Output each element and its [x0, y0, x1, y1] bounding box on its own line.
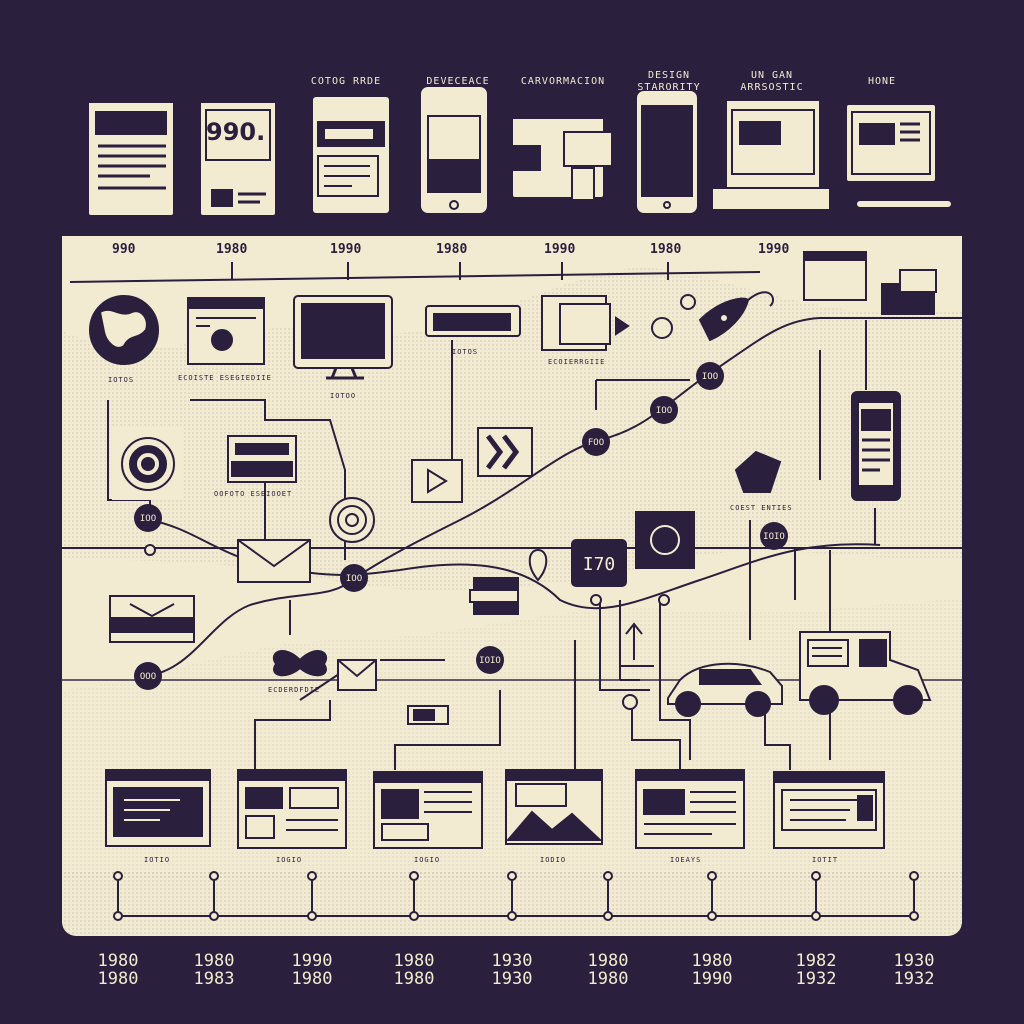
node-4: FOO — [582, 428, 610, 456]
caption-counter: IOTOS — [452, 348, 479, 356]
node-label-6: IOO — [702, 372, 718, 382]
card-2 — [237, 769, 347, 849]
van-icon — [799, 631, 932, 715]
envelope-icon-small — [337, 659, 377, 691]
node-7: IOIO — [476, 646, 504, 674]
node-label-3: OOO — [140, 672, 156, 682]
target-icon — [112, 428, 184, 500]
card-1 — [105, 769, 211, 847]
card-3 — [373, 771, 483, 849]
battery-icon — [407, 705, 449, 725]
node-label-7: IOIO — [479, 656, 501, 666]
top-year-2: 1980 — [216, 242, 248, 257]
caption-butterfly: ECDERDFDIE — [268, 686, 321, 694]
terrain-band-top — [62, 236, 962, 343]
spiral-icon — [329, 497, 375, 543]
spiral-box-icon — [635, 511, 695, 569]
node-label-8: IOIO — [763, 532, 785, 542]
node-1: IOO — [134, 504, 162, 532]
video-player-icon — [541, 295, 630, 351]
guide-line-top — [69, 271, 761, 283]
heading-3: CARVORMACION — [520, 76, 606, 87]
node-6: IOO — [696, 362, 724, 390]
caption-printer: OOFOTO ESEIOOET — [214, 490, 293, 498]
heading-4: DESIGN STARORITY — [637, 70, 701, 93]
play-icon — [411, 459, 463, 503]
counter-display-icon — [425, 305, 521, 337]
printer-icon — [227, 435, 297, 483]
caption-monitor: IOTOO — [330, 392, 357, 400]
node-label-5: IOO — [656, 406, 672, 416]
node-8: IOIO — [760, 522, 788, 550]
butterfly-icon — [273, 650, 327, 677]
top-year-7: 1990 — [758, 242, 790, 257]
card-6 — [773, 771, 885, 849]
chevron-right-icon — [477, 427, 533, 477]
timeline-nodes: IOO IOO OOO FOO IOO IOO IOIO IOIO — [134, 362, 788, 690]
top-device-1 — [87, 91, 175, 217]
caption-globe: IOTOS — [108, 376, 135, 384]
card-caption-6: IOTIT — [812, 856, 839, 864]
mail-icon — [237, 539, 311, 583]
caption-video: ECOIERRGIIE — [548, 358, 606, 366]
phone-icon — [851, 391, 901, 501]
card-4 — [505, 769, 603, 845]
node-3: OOO — [134, 662, 162, 690]
card-caption-3: IOGIO — [414, 856, 441, 864]
heading-5: UN GAN ARRSOSTIC — [740, 70, 804, 93]
top-year-1: 990 — [112, 242, 136, 257]
caption-tent: COEST ENTIES — [730, 504, 793, 512]
envelope-panel-icon — [109, 595, 195, 643]
top-device-row — [87, 85, 953, 217]
card-5 — [635, 769, 745, 849]
caption-monitor-small: ECOISTE ESEGIEDIIE — [178, 374, 272, 382]
map-pin-icon — [528, 548, 548, 582]
heading-6: HONE — [867, 76, 897, 87]
node-label-2: IOO — [346, 574, 362, 584]
big-number-label: I70 — [583, 554, 616, 575]
top-year-5: 1990 — [544, 242, 576, 257]
card-caption-5: IOEAYS — [670, 856, 702, 864]
up-arrow-icon — [620, 622, 654, 681]
ruler-line — [117, 876, 918, 917]
heading-2: DEVECEACE — [426, 76, 490, 87]
card-caption-4: IODIO — [540, 856, 567, 864]
node-2: IOO — [340, 564, 368, 592]
big-number-box — [571, 539, 627, 587]
monitor-icon — [293, 295, 393, 380]
monitor-icon-small — [187, 297, 265, 365]
tent-icon — [734, 450, 782, 493]
books-icon — [469, 577, 519, 615]
heading-1: COTOG RRDE — [310, 76, 382, 87]
node-label-1: IOO — [140, 514, 156, 524]
node-5: IOO — [650, 396, 678, 424]
bottom-cards — [105, 769, 885, 849]
screen-number: 990. — [206, 118, 266, 146]
top-year-6: 1980 — [650, 242, 682, 257]
globe-icon — [89, 295, 159, 365]
top-year-3: 1990 — [330, 242, 362, 257]
car-icon — [667, 662, 783, 717]
node-label-4: FOO — [588, 438, 604, 448]
card-caption-1: IOTIO — [144, 856, 171, 864]
rocket-icon — [651, 291, 775, 342]
computer-icon-right — [803, 251, 937, 315]
card-caption-2: IOGIO — [276, 856, 303, 864]
top-year-4: 1980 — [436, 242, 468, 257]
